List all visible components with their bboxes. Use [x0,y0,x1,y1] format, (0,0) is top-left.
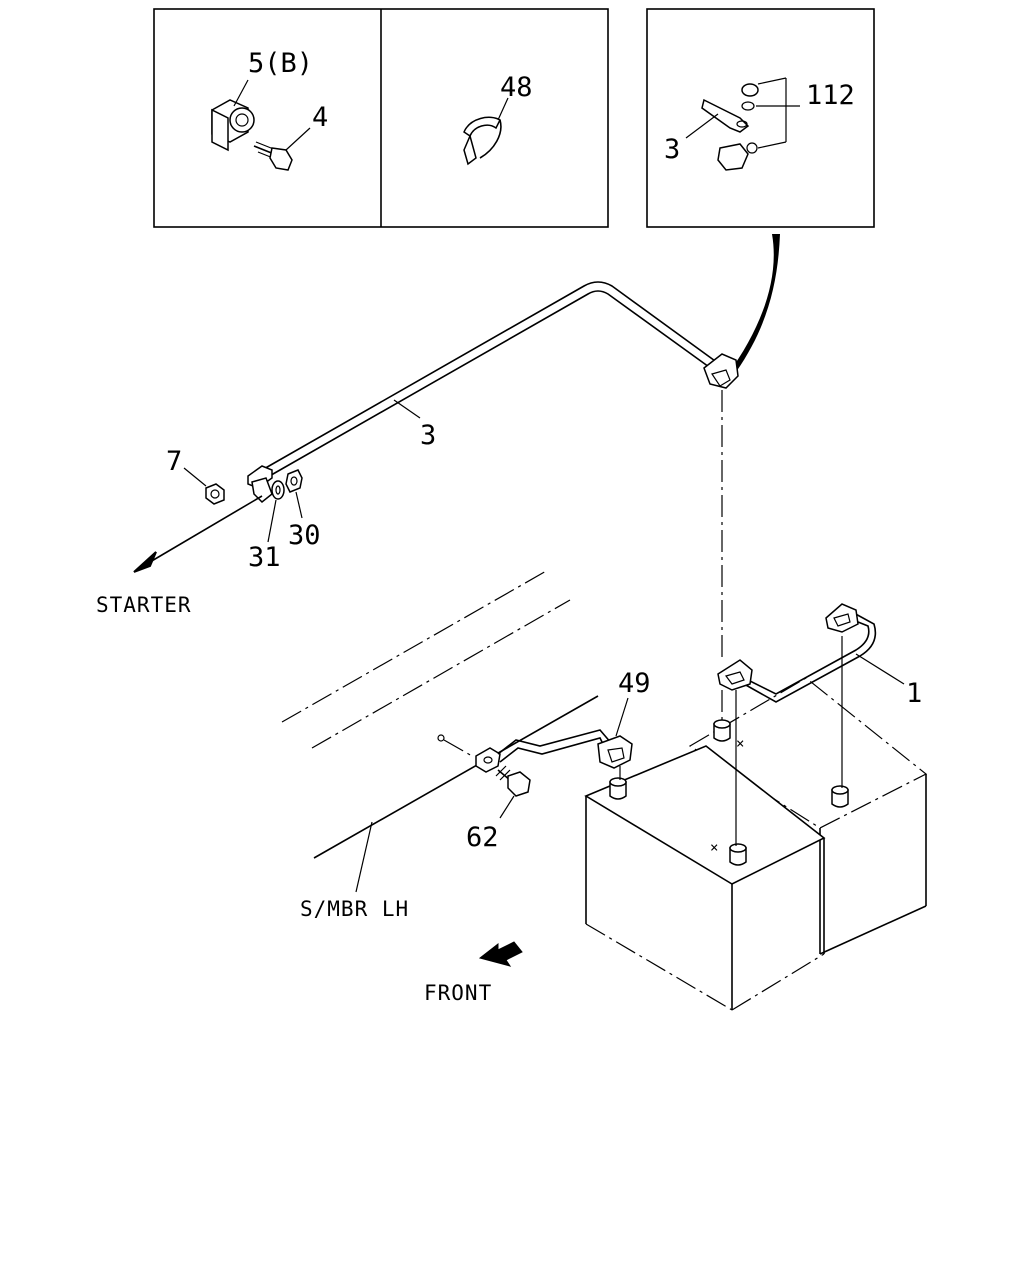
connector-cable-1-drawing [717,603,905,703]
battery-post-rear-left [713,719,731,742]
nut-30-drawing [285,469,303,519]
label-part-112: 112 [806,80,855,111]
label-part-3-inset: 3 [664,134,680,165]
inset-leader [728,234,780,374]
nut-7-drawing [183,467,225,505]
label-part-4: 4 [312,102,328,133]
side-member-lines [281,569,599,893]
label-cable-3: 3 [420,420,436,451]
label-bolt-62: 62 [466,822,499,853]
label-washer-31: 31 [248,542,281,573]
bolt-62-drawing [495,765,531,819]
terminal-mark-front: × [710,840,718,856]
cable-3-drawing [247,281,739,504]
label-front: FRONT [424,981,492,1005]
washer-31-drawing [267,480,285,543]
inset-panel-left [153,8,609,228]
label-cable-1: 1 [906,678,922,709]
front-battery [584,745,826,1011]
battery-post-front-left [609,777,627,800]
label-nut-30: 30 [288,520,321,551]
terminal-mark-rear: × [736,736,744,752]
front-arrow-icon [478,941,523,967]
label-side-member: S/MBR LH [300,897,409,921]
ground-cable-49-drawing [437,697,633,773]
battery-post-rear-right [831,785,849,808]
assembly-chain-lines [619,390,843,846]
label-cable-49: 49 [618,668,651,699]
inset-panel-right [646,8,875,228]
label-nut-7: 7 [166,446,182,477]
clip-bracket-drawing [211,79,255,152]
battery-post-front-right [729,843,747,866]
label-part-5b: 5(B) [248,48,313,79]
band-clamp-48-drawing [463,97,509,166]
nut-washer-set-112-drawing [685,77,800,171]
label-part-48: 48 [500,72,533,103]
starter-arrow [133,495,263,573]
label-starter: STARTER [96,593,192,617]
bolt-4-drawing [253,127,311,171]
